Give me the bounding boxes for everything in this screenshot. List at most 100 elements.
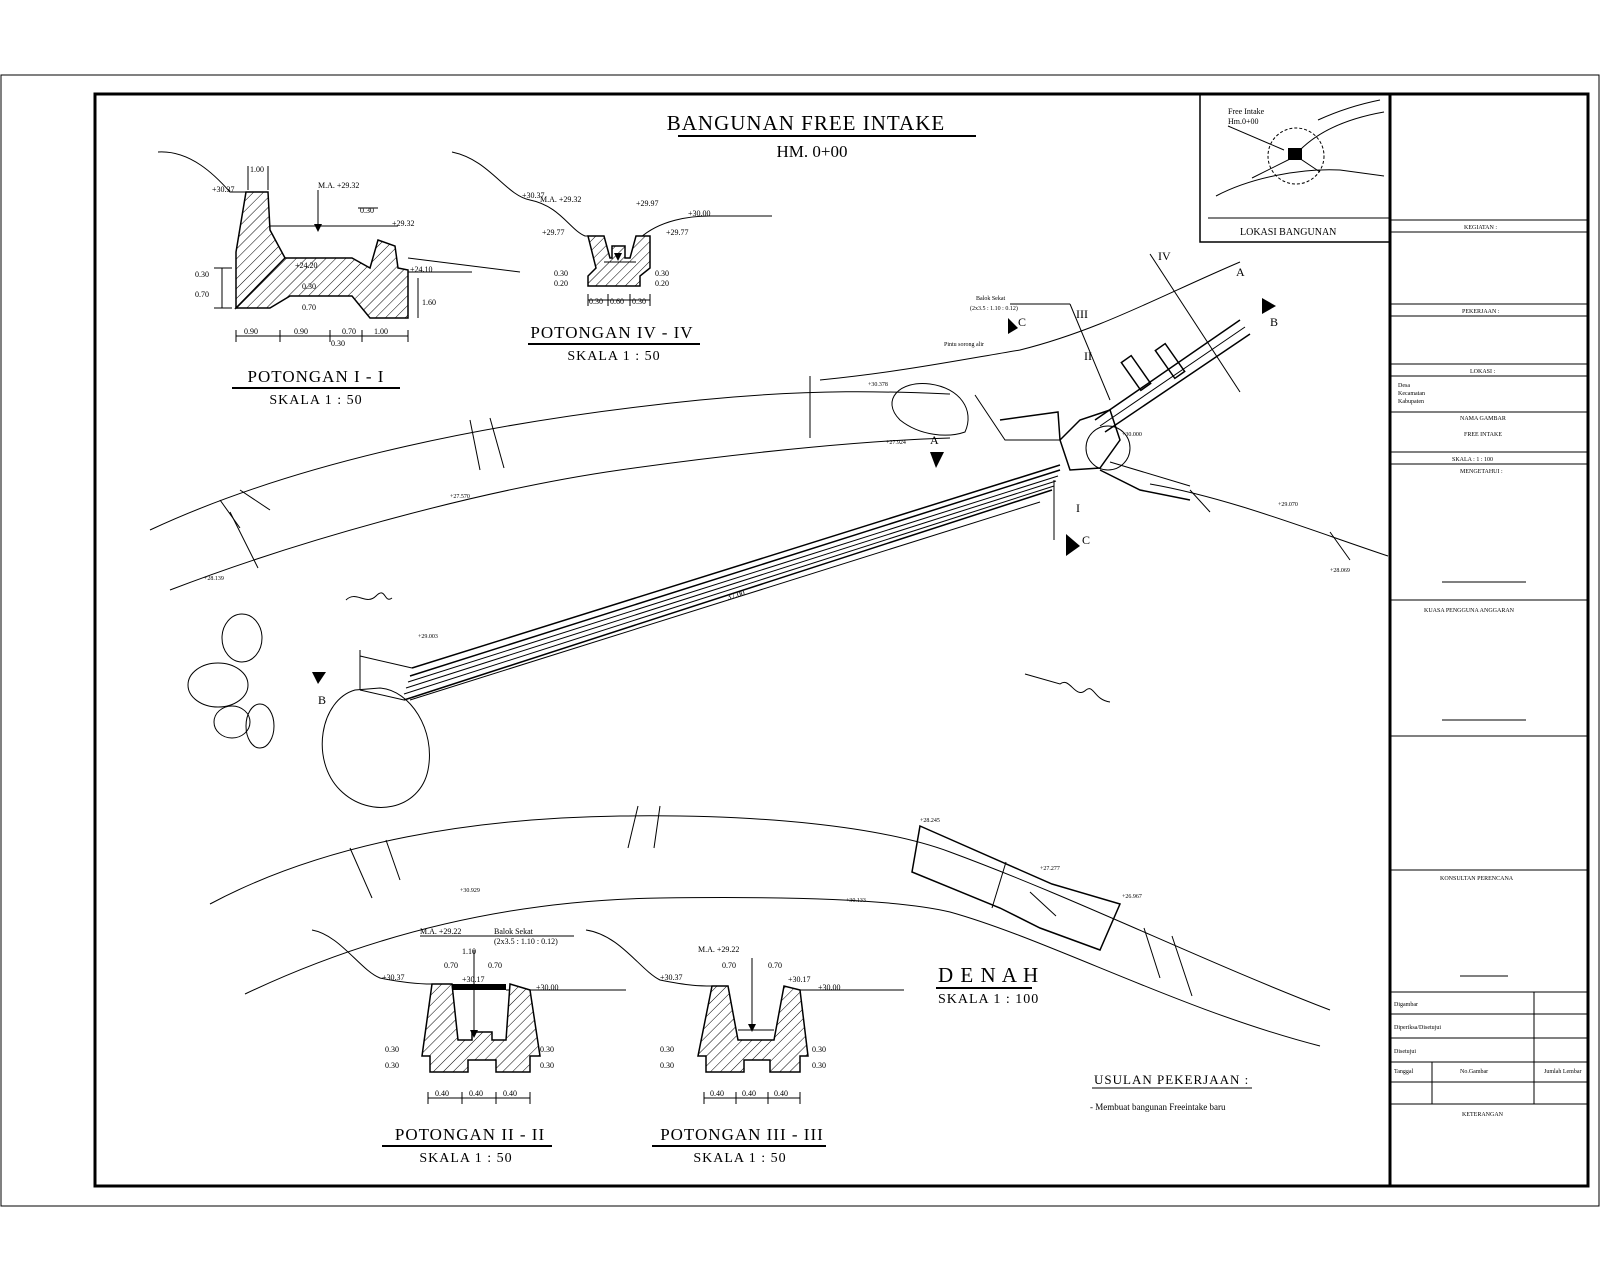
s3-water-marker (748, 1024, 756, 1032)
s1-crest-cap: 0.30 (360, 206, 374, 215)
plan-el-8: +30.133 (846, 898, 866, 904)
s1-el-rb: +24.10 (410, 265, 433, 274)
s4-el-r: +29.77 (666, 228, 689, 237)
plan-balok: Balok Sekat (976, 296, 1005, 302)
plan-el-11: +30.000 (1122, 432, 1142, 438)
s2-r-1: 0.30 (540, 1045, 554, 1054)
s4-el-top: +30.37 (522, 191, 545, 200)
s3-l-2: 0.30 (660, 1061, 674, 1070)
s1-scale: SKALA 1 : 50 (269, 393, 362, 408)
plan-el-4: +28.245 (920, 818, 940, 824)
plan-pintu: Pintu sorong alir (944, 342, 984, 348)
tb-kegiatan: KEGIATAN : (1464, 225, 1497, 231)
usulan-block: USULAN PEKERJAAN : - Membuat bangunan Fr… (1090, 1072, 1252, 1112)
s4-l-1: 0.30 (554, 269, 568, 278)
plan-balok-dim: (2x3.5 : 1.10 : 0.12) (970, 305, 1018, 312)
tb-mengetahui: MENGETAHUI : (1460, 469, 1503, 475)
s1-ma: M.A. +29.32 (318, 181, 359, 190)
s2-el-l: +30.37 (382, 973, 405, 982)
s1-right-dim: 1.60 (422, 298, 436, 307)
s1-mid-1: 0.30 (302, 282, 316, 291)
s2-ma: M.A. +29.22 (420, 927, 461, 936)
s3-l-1: 0.30 (660, 1045, 674, 1054)
mark-ii: II (1084, 349, 1092, 363)
s1-dim-sub: 0.30 (331, 339, 345, 348)
plan-el-12: +29.070 (1278, 502, 1298, 508)
usulan-item: - Membuat bangunan Freeintake baru (1090, 1102, 1226, 1112)
drawing-title: BANGUNAN FREE INTAKE HM. 0+00 (667, 111, 976, 161)
s3-l: 0.70 (722, 961, 736, 970)
plan-el-10: +27.924 (886, 440, 906, 446)
tb-nogambar: No.Gambar (1460, 1069, 1488, 1075)
main-title: BANGUNAN FREE INTAKE (667, 111, 945, 135)
s2-top: 1.10 (462, 947, 476, 956)
outer-border (0, 74, 1600, 1207)
plan-el-13: +28.069 (1330, 568, 1350, 574)
hm-label: HM. 0+00 (777, 142, 848, 161)
mark-a-bottom: A (930, 433, 939, 447)
plan-title: D E N A H (938, 963, 1039, 987)
plan-el-6: +26.967 (1122, 894, 1142, 900)
tb-lokasi: LOKASI : (1470, 369, 1495, 375)
s4-crest: +29.97 (636, 199, 659, 208)
inset-note-2: Hm.0+00 (1228, 117, 1259, 126)
s2-dim-3: 0.40 (503, 1089, 517, 1098)
plan-el-7: +30.929 (460, 888, 480, 894)
s3-el-m: +30.17 (788, 975, 811, 984)
s1-left-1: 0.30 (195, 270, 209, 279)
s1-mid-2: 0.70 (302, 303, 316, 312)
drawing-frame (93, 92, 1590, 1188)
tb-digambar: Digambar (1394, 1002, 1418, 1008)
mark-b-bottom: B (318, 693, 326, 707)
section-1-1: M.A. +29.32 +30.37 +24.20 +29.32 +24.10 … (157, 151, 521, 408)
mark-c-top: C (1018, 315, 1026, 329)
s4-dim-2: 0.60 (610, 297, 624, 306)
mark-b-top: B (1270, 315, 1278, 329)
s1-el-right: +29.32 (392, 219, 415, 228)
s1-el-left: +30.37 (212, 185, 235, 194)
mark-iv: IV (1158, 249, 1171, 263)
tb-skala: SKALA : 1 : 100 (1452, 457, 1493, 463)
plan-el-3: +29.003 (418, 634, 438, 640)
mark-c-bottom: C (1082, 533, 1090, 547)
s1-el-bottom: +24.20 (295, 261, 318, 270)
mark-iii: III (1076, 307, 1088, 321)
s2-l: 0.70 (444, 961, 458, 970)
tb-desa: Desa (1398, 383, 1410, 389)
s4-dim-3: 0.30 (632, 297, 646, 306)
s1-title: POTONGAN I - I (248, 367, 385, 386)
usulan-title: USULAN PEKERJAAN : (1094, 1072, 1249, 1087)
s4-r-2: 0.20 (655, 279, 669, 288)
tb-disetujui: Disetujui (1394, 1049, 1416, 1055)
plan-el-5: +27.277 (1040, 866, 1060, 872)
tb-pekerjaan: PEKERJAAN : (1462, 309, 1500, 315)
tb-keterangan: KETERANGAN (1462, 1112, 1504, 1118)
s4-dim-1: 0.30 (589, 297, 603, 306)
s4-l-2: 0.20 (554, 279, 568, 288)
s1-dim-1: 0.90 (244, 327, 258, 336)
s3-el-r: +30.00 (818, 983, 841, 992)
s1-top-cap: 1.00 (250, 165, 264, 174)
section-3-3: M.A. +29.22 0.70 0.70 +30.37 +30.17 +30.… (585, 929, 904, 1166)
s3-r-1: 0.30 (812, 1045, 826, 1054)
s3-dim-1: 0.40 (710, 1089, 724, 1098)
s1-dim-2: 0.90 (294, 327, 308, 336)
mark-a-top: A (1236, 265, 1245, 279)
s3-dim-3: 0.40 (774, 1089, 788, 1098)
s2-balok-dim: (2x3.5 : 1.10 : 0.12) (494, 937, 558, 946)
mark-i: I (1076, 501, 1080, 515)
s3-title: POTONGAN III - III (660, 1125, 824, 1144)
s2-el-r: +30.00 (536, 983, 559, 992)
s4-r-1: 0.30 (655, 269, 669, 278)
tb-konsultan: KONSULTAN PERENCANA (1440, 876, 1514, 882)
plan-scale: SKALA 1 : 100 (938, 992, 1039, 1007)
s3-dim-2: 0.40 (742, 1089, 756, 1098)
tb-kec: Kecamatan (1398, 391, 1425, 397)
plan-el-9: +30.378 (868, 382, 888, 388)
plan-el-1: +28.139 (204, 576, 224, 582)
s4-ma: M.A. +29.32 (540, 195, 581, 204)
s3-scale: SKALA 1 : 50 (693, 1151, 786, 1166)
s4-el-far: +30.00 (688, 209, 711, 218)
tb-kab: Kabupaten (1398, 399, 1424, 405)
